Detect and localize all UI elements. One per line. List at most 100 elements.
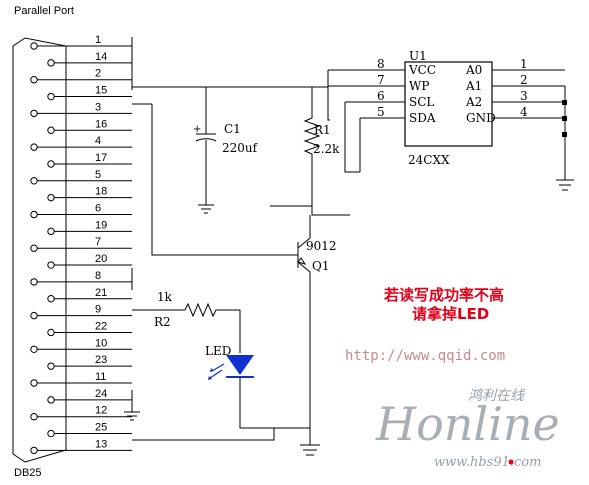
transistor-q1	[290, 215, 311, 428]
watermark-dot	[508, 459, 514, 465]
port-pin-label: 15	[95, 85, 107, 97]
watermark-brand: Honline	[375, 397, 560, 451]
u1-pin-name: A1	[465, 79, 482, 93]
capacitor-c1: +	[193, 87, 217, 214]
port-pin-15: 15	[47, 85, 132, 101]
u1-pin-a2: 3 A2	[465, 89, 565, 109]
r2-ref: R2	[154, 315, 171, 329]
r1-ref: R1	[314, 123, 331, 137]
u1-pin-name: SCL	[409, 95, 434, 109]
u1-pin-sda: 5 SDA	[370, 105, 436, 125]
u1-pin-number: 2	[520, 73, 528, 87]
wire-vcc-bus	[131, 60, 330, 121]
q1-type: 9012	[306, 239, 337, 253]
port-pin-13: 13	[30, 438, 132, 455]
u1-pin-number: 5	[377, 105, 385, 119]
port-pin-21: 21	[47, 287, 132, 303]
wire-base-bus	[151, 104, 290, 256]
u1-ref: U1	[409, 49, 427, 63]
port-pin-18: 18	[47, 186, 132, 202]
led-d1	[208, 355, 274, 429]
port-pin-14: 14	[47, 51, 132, 67]
port-pin-label: 16	[95, 118, 107, 130]
port-pin-label: 2	[95, 68, 101, 80]
port-pin-23: 23	[47, 354, 132, 370]
port-pin-label: 7	[95, 236, 101, 248]
u1-chip-body	[404, 61, 493, 147]
u1-pin-number: 4	[520, 105, 528, 119]
r1-value: 2.2k	[313, 142, 340, 156]
u1-pin-gnd: 4 GND	[466, 105, 565, 125]
c1-value: 220uf	[222, 141, 259, 155]
u1-pin-number: 1	[520, 57, 528, 71]
u1-pin-name: WP	[409, 79, 429, 93]
port-pin-16: 16	[47, 118, 132, 134]
port-pin-20: 20	[47, 253, 132, 269]
port-pin-1: 1	[30, 34, 132, 50]
port-pin-label: 17	[95, 152, 107, 164]
port-pin-22: 22	[47, 320, 132, 337]
u1-pin-number: 7	[377, 73, 385, 87]
resistor-r2	[184, 302, 241, 353]
port-pin-label: 1	[95, 34, 101, 46]
watermark-site: www.hbs91.com	[434, 455, 541, 470]
u1-part: 24CXX	[408, 153, 450, 167]
u1-pin-a1: 2 A1	[465, 73, 565, 93]
port-pin-3: 3	[30, 101, 132, 118]
wire-collector	[311, 206, 350, 216]
u1-pin-number: 8	[377, 57, 385, 71]
c1-ref: C1	[224, 122, 241, 136]
port-pin-label: 12	[95, 405, 107, 417]
port-pin-5: 5	[30, 169, 132, 185]
wire-u1-scl	[344, 101, 405, 173]
u1-pin-wp: 7 WP	[370, 73, 429, 93]
u1-pin-name: SDA	[409, 111, 436, 125]
wire-pin13	[132, 428, 275, 441]
port-pin-label: 19	[95, 219, 107, 231]
port-pin-17: 17	[47, 152, 132, 168]
q1-ref: Q1	[312, 259, 329, 273]
r2-value: 1k	[157, 290, 173, 304]
note-line-2: 请拿掉LED	[412, 305, 489, 323]
port-pin-6: 6	[30, 203, 132, 219]
port-pin-4: 4	[30, 135, 132, 151]
note-line-1: 若读写成功率不高	[383, 286, 504, 304]
port-pin-19: 19	[47, 219, 132, 236]
port-pin-label: 25	[95, 422, 107, 434]
port-pin-label: 22	[95, 320, 107, 332]
port-pin-label: 10	[95, 337, 107, 349]
svg-text:+: +	[193, 124, 201, 135]
port-pin-label: 23	[95, 354, 107, 366]
port-pin-11: 11	[30, 371, 132, 387]
port-pin-10: 10	[30, 337, 132, 353]
port-pin-label: 24	[95, 388, 107, 400]
u1-pin-a0: 1A0	[465, 57, 565, 77]
port-pin-2: 2	[30, 68, 132, 84]
junction-a1	[562, 100, 567, 105]
port-pin-label: 13	[95, 438, 107, 450]
source-url: http://www.qqid.com	[345, 348, 505, 364]
port-pin-label: 3	[95, 101, 101, 113]
u1-pin-name: GND	[466, 111, 496, 125]
port-pin-8: 8	[30, 270, 132, 286]
ground-symbol-chip	[556, 179, 574, 191]
u1-pin-name: A2	[465, 95, 482, 109]
port-pin-label: 8	[95, 270, 101, 282]
u1-pin-number: 6	[377, 89, 385, 103]
connector-label: DB25	[14, 467, 42, 479]
wire-u1-sda	[359, 117, 405, 172]
port-title: Parallel Port	[14, 5, 74, 17]
port-pin-25: 25	[47, 422, 132, 438]
port-pin-label: 21	[95, 287, 107, 299]
ground-symbol-2	[300, 428, 320, 456]
u1-pin-number: 3	[520, 89, 528, 103]
port-pin-label: 11	[95, 371, 106, 383]
u1-pin-scl: 6 SCL	[370, 89, 434, 109]
junction-gnd	[562, 132, 567, 137]
port-pin-9: 9	[30, 304, 132, 320]
